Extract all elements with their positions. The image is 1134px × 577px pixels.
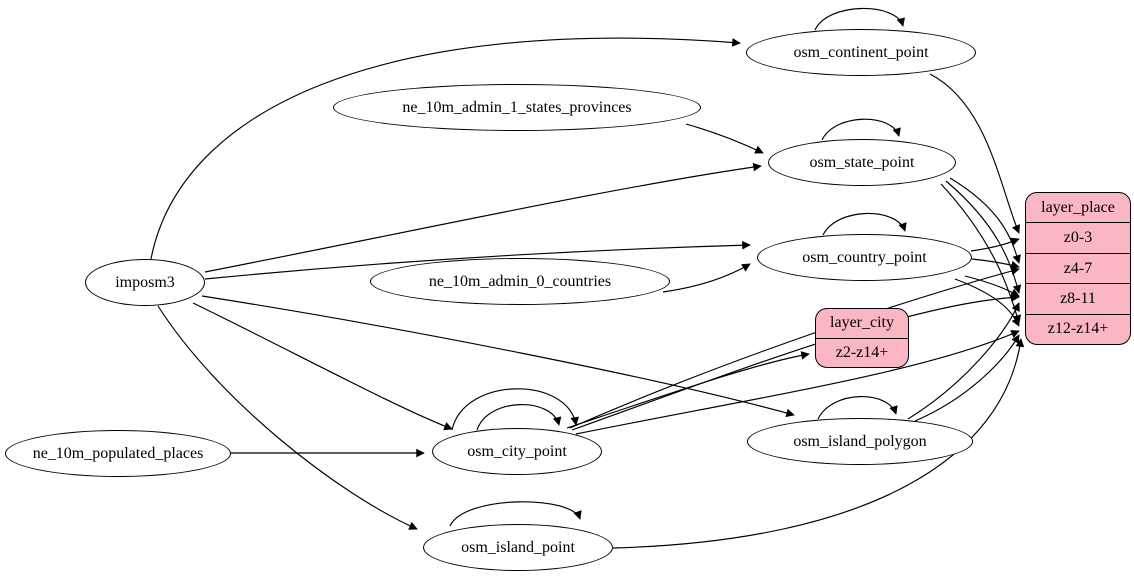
node-ne_10m_admin_0_countries: ne_10m_admin_0_countries — [370, 258, 670, 305]
edge-imposm3-to-osm_island_polygon — [201, 295, 795, 418]
node-ne_10m_populated_places-label: ne_10m_populated_places — [32, 444, 204, 462]
node-osm_continent_point: osm_continent_point — [746, 29, 976, 76]
self-loop-osm_state_point — [821, 118, 901, 141]
edge-imposm3-to-osm_country_point — [204, 240, 751, 280]
edge-ne_10m_admin_0_countries-to-osm_country_point — [662, 263, 751, 293]
node-osm_island_point-label: osm_island_point — [461, 538, 575, 556]
edge-osm_city_point-to-layer_place-z8-11 — [571, 293, 1020, 431]
node-osm_city_point: osm_city_point — [432, 428, 602, 475]
node-ne_10m_admin_1_states_provinces: ne_10m_admin_1_states_provinces — [333, 84, 701, 131]
node-osm_continent_point-label: osm_continent_point — [793, 43, 929, 61]
self-loop-osm_city_point-inner — [476, 404, 562, 431]
self-loop-osm_island_point — [449, 501, 582, 527]
edge-imposm3-to-osm_continent_point — [150, 37, 741, 260]
node-osm_island_point: osm_island_point — [423, 524, 613, 571]
edge-osm_city_point-to-layer_place-z12-z14 — [575, 330, 1020, 435]
record-layer_place-row-z0-3: z0-3 — [1026, 222, 1130, 252]
edge-osm_city_point-to-layer_place-z4-7 — [569, 266, 1020, 429]
node-osm_country_point-label: osm_country_point — [802, 248, 927, 266]
self-loop-osm_country_point — [822, 212, 907, 236]
node-ne_10m_admin_1_states_provinces-label: ne_10m_admin_1_states_provinces — [402, 98, 632, 116]
edge-osm_continent_point-to-layer_place-z0-3 — [929, 73, 1020, 234]
node-osm_state_point: osm_state_point — [768, 139, 956, 186]
node-osm_state_point-label: osm_state_point — [809, 153, 915, 171]
record-layer_place-row-z8-11: z8-11 — [1026, 283, 1130, 313]
edge-imposm3-to-osm_island_point — [157, 305, 418, 530]
self-loop-osm_island_polygon — [817, 396, 898, 420]
edge-osm_state_point-to-layer_place-z8-11 — [945, 180, 1022, 294]
self-loop-osm_continent_point — [814, 7, 905, 31]
edge-osm_island_polygon-to-layer_place-z12-z14 — [914, 334, 1020, 422]
edge-osm_state_point-to-layer_place-z4-7 — [949, 177, 1021, 264]
edge-osm_country_point-to-layer_place-z0-3 — [970, 237, 1020, 252]
node-ne_10m_populated_places: ne_10m_populated_places — [5, 430, 231, 477]
node-ne_10m_admin_0_countries-label: ne_10m_admin_0_countries — [428, 272, 612, 290]
record-layer_city: layer_city z2-z14+ — [815, 308, 909, 368]
node-osm_island_polygon-label: osm_island_polygon — [793, 432, 927, 450]
edge-osm_country_point-to-layer_place-z12-z14 — [954, 278, 1020, 327]
record-layer_city-title: layer_city — [830, 314, 894, 332]
record-layer_place-row-z12-z14: z12-z14+ — [1026, 313, 1130, 344]
node-osm_city_point-label: osm_city_point — [467, 442, 567, 460]
node-imposm3-label: imposm3 — [115, 273, 175, 291]
record-layer_place: layer_place z0-3 z4-7 z8-11 z12-z14+ — [1025, 192, 1131, 345]
record-layer_city-row-z2-z14: z2-z14+ — [816, 337, 908, 368]
edge-ne_10m_admin_1_states_provinces-to-osm_state_point — [685, 123, 764, 154]
node-osm_island_polygon: osm_island_polygon — [747, 418, 973, 465]
node-imposm3: imposm3 — [85, 259, 205, 306]
self-loop-osm_city_point-outer — [451, 388, 579, 431]
edge-osm_island_polygon-to-layer_place-z8-11 — [907, 302, 1020, 420]
edge-osm_island_point-to-layer_place-z12-z14 — [612, 338, 1025, 549]
record-layer_place-title: layer_place — [1041, 198, 1115, 216]
edge-imposm3-to-osm_state_point — [204, 162, 762, 273]
record-layer_place-row-z4-7: z4-7 — [1026, 252, 1130, 283]
node-osm_country_point: osm_country_point — [757, 234, 972, 281]
edge-imposm3-to-osm_city_point — [192, 302, 453, 431]
edge-osm_country_point-to-layer_place-z4-7 — [971, 258, 1020, 270]
edge-osm_city_point-to-layer_city-z2-z14 — [566, 351, 810, 429]
